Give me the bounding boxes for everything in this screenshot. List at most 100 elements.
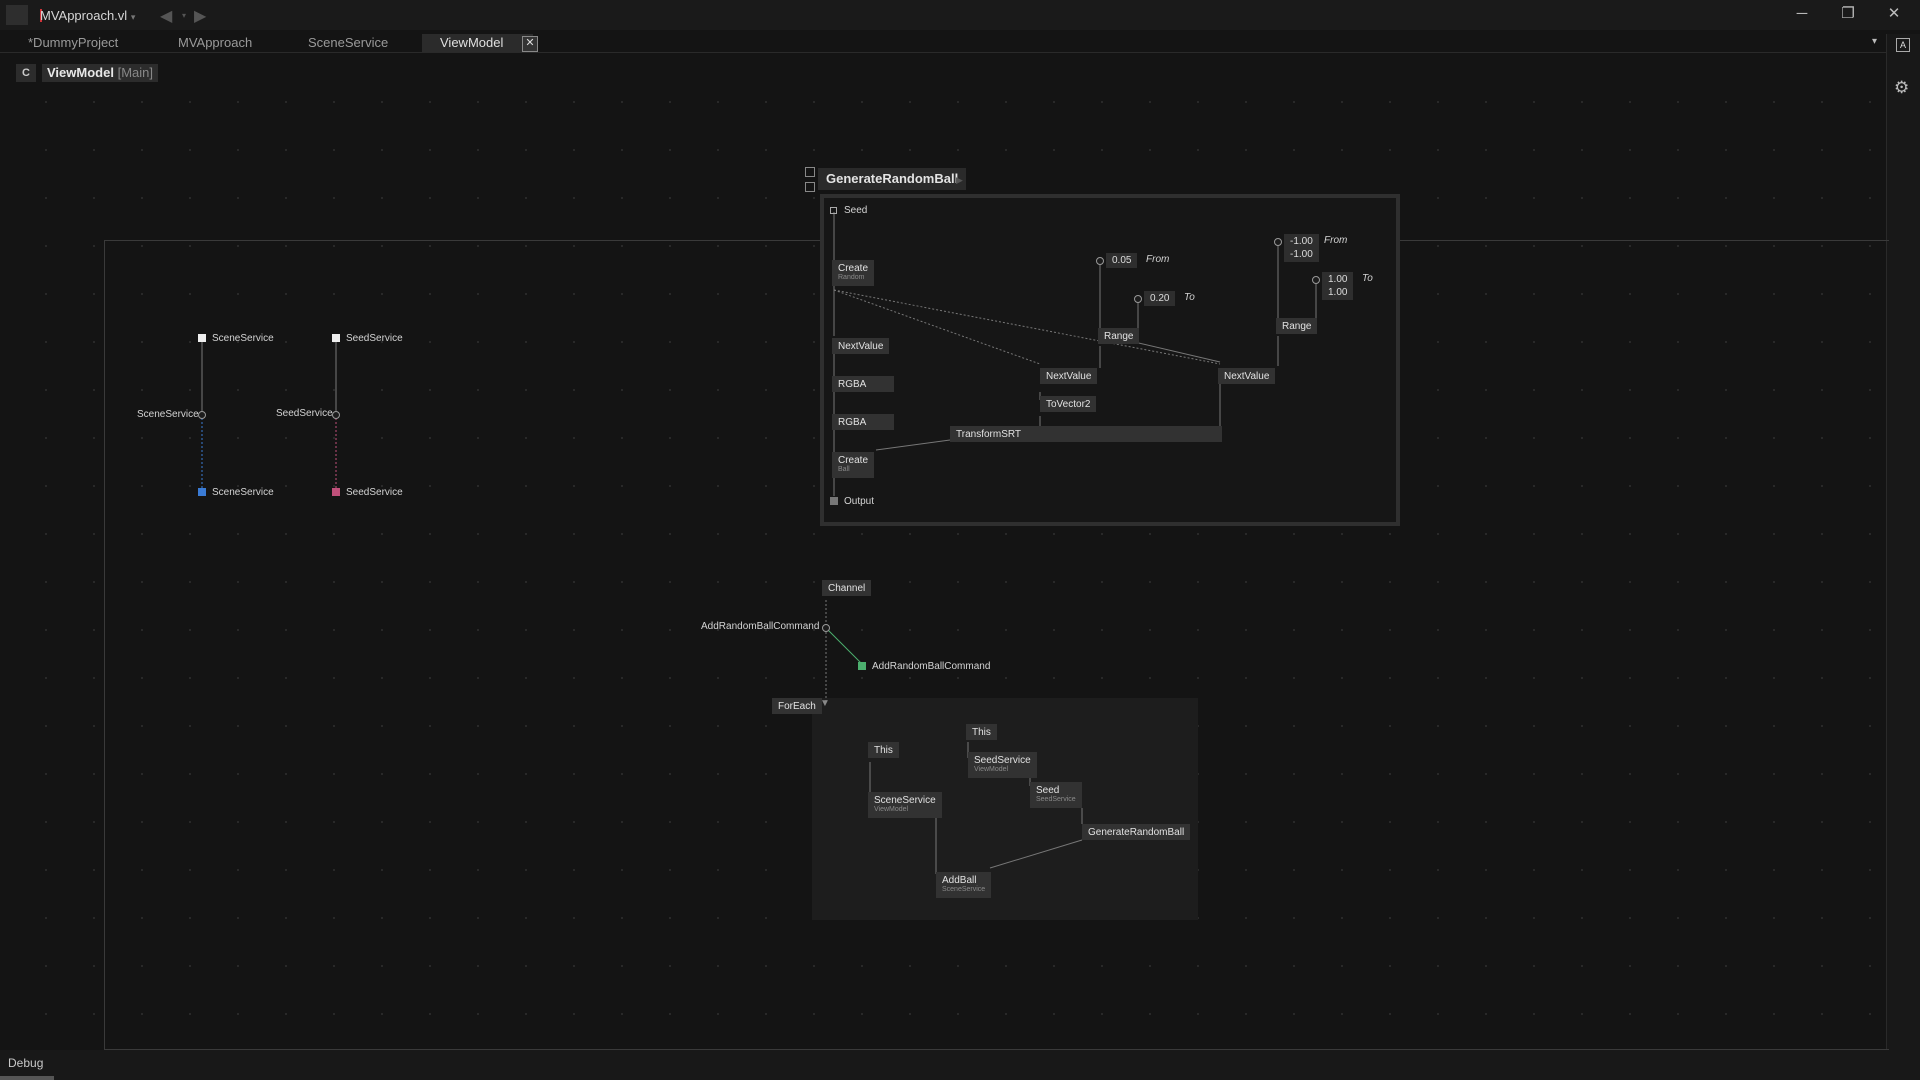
to-vector2-node[interactable]: ToVector2 — [1040, 396, 1097, 412]
transform-srt-node[interactable]: TransformSRT — [950, 426, 1222, 442]
next-value-node-3[interactable]: NextValue — [1218, 368, 1276, 384]
document-title-text: MVApproach.vl — [40, 8, 128, 23]
addrandomballcommand-pad[interactable] — [858, 662, 866, 670]
group-title[interactable]: GenerateRandomBall — [818, 168, 967, 190]
create-ball-label: Create — [838, 455, 869, 466]
rgba-node-1[interactable]: RGBA — [832, 376, 894, 392]
from-value-box-1[interactable]: 0.05 — [1106, 253, 1138, 268]
rgba-node-2[interactable]: RGBA — [832, 414, 894, 430]
tab-overflow-icon[interactable]: ▾ — [1872, 36, 1878, 47]
sceneservice-pad-bottom[interactable] — [198, 488, 206, 496]
debug-indicator — [0, 1076, 54, 1080]
restore-button[interactable]: ❐ — [1841, 5, 1855, 22]
from-value-2b: -1.00 — [1290, 249, 1313, 260]
channel-output-pin[interactable] — [822, 624, 830, 632]
to-label-2: To — [1362, 273, 1373, 284]
unsaved-marker — [40, 9, 42, 22]
seedservice-pad-bottom-label: SeedService — [346, 487, 403, 498]
tab-divider — [0, 52, 1888, 53]
create-random-sub: Random — [838, 274, 865, 281]
seedservice-pad-bottom[interactable] — [332, 488, 340, 496]
sceneservice-pin[interactable] — [198, 411, 206, 419]
tab-dummyproject[interactable]: *DummyProject — [28, 35, 119, 50]
tab-close-button[interactable]: ✕ — [522, 36, 538, 52]
range-node-2[interactable]: Range — [1276, 318, 1318, 334]
from-input-pin-1[interactable] — [1096, 257, 1104, 265]
sceneservice-pad-top[interactable] — [198, 334, 206, 342]
this-node-2[interactable]: This — [966, 724, 997, 740]
tab-viewmodel[interactable]: ViewModel — [422, 34, 534, 52]
forward-arrow-icon[interactable]: ▶ — [194, 8, 207, 25]
addrandomballcommand-pad-label: AddRandomBallCommand — [872, 661, 991, 672]
to-label-1: To — [1184, 292, 1195, 303]
to-value-2a: 1.00 — [1328, 274, 1348, 285]
channel-node[interactable]: Channel — [822, 580, 872, 596]
output-label: Output — [844, 496, 875, 507]
sceneservice-mid-label: SceneService — [137, 409, 199, 420]
gear-icon[interactable]: ⚙ — [1894, 78, 1910, 97]
history-dropdown-icon[interactable]: ▾ — [182, 11, 187, 20]
debug-tab[interactable]: Debug — [8, 1056, 44, 1070]
generate-random-ball-node[interactable]: GenerateRandomBall — [1082, 824, 1191, 840]
seed-input-pad[interactable] — [830, 207, 837, 214]
right-toolbar — [1886, 34, 1920, 1050]
breadcrumb-name: ViewModel — [47, 65, 114, 80]
seed-getter-label: Seed — [1036, 785, 1060, 796]
font-size-button[interactable]: A — [1896, 38, 1910, 52]
output-pad[interactable] — [830, 497, 838, 505]
foreach-arrow-icon: ▼ — [820, 698, 830, 709]
tab-bar: *DummyProject MVApproach SceneService Vi… — [0, 34, 1888, 54]
seedservice-pad-top[interactable] — [332, 334, 340, 342]
range-node-1[interactable]: Range — [1098, 328, 1140, 344]
group-collapse-icon[interactable] — [805, 182, 815, 192]
back-arrow-icon[interactable]: ◀ — [160, 8, 173, 25]
document-title[interactable]: MVApproach.vl ▾ — [40, 8, 135, 23]
from-value-2a: -1.00 — [1290, 236, 1313, 247]
tab-mvapproach[interactable]: MVApproach — [178, 35, 253, 50]
seedservice-pad-top-label: SeedService — [346, 333, 403, 344]
create-ball-sub: Ball — [838, 466, 850, 473]
sceneservice-pad-top-label: SceneService — [212, 333, 274, 344]
group-toggle-icon[interactable] — [805, 167, 815, 177]
chevron-down-icon[interactable]: ▾ — [130, 12, 136, 22]
sceneservice-getter-label: SceneService — [874, 795, 936, 806]
to-input-pin-2[interactable] — [1312, 276, 1320, 284]
this-node-1[interactable]: This — [868, 742, 899, 758]
next-value-node-2[interactable]: NextValue — [1040, 368, 1098, 384]
seedservice-pin[interactable] — [332, 411, 340, 419]
category-badge[interactable]: C — [16, 64, 36, 82]
to-value-2b: 1.00 — [1328, 287, 1348, 298]
create-random-label: Create — [838, 263, 869, 274]
minimize-button[interactable]: ─ — [1796, 5, 1808, 22]
to-input-pin-1[interactable] — [1134, 295, 1142, 303]
status-bar — [0, 1050, 1920, 1080]
app-icon[interactable] — [6, 5, 28, 25]
to-value-box-1[interactable]: 0.20 — [1144, 291, 1176, 306]
close-window-button[interactable]: ✕ — [1887, 5, 1901, 22]
tab-sceneservice[interactable]: SceneService — [308, 35, 389, 50]
from-input-pin-2[interactable] — [1274, 238, 1282, 246]
sceneservice-pad-bottom-label: SceneService — [212, 487, 274, 498]
seedservice-getter-label: SeedService — [974, 755, 1031, 766]
breadcrumb-suffix: [Main] — [117, 65, 153, 80]
title-bar — [0, 0, 1920, 30]
next-value-node-1[interactable]: NextValue — [832, 338, 890, 354]
to-values-box-2[interactable]: 1.00 1.00 — [1322, 272, 1354, 300]
add-ball-sub: SceneService — [942, 886, 986, 893]
add-ball-label: AddBall — [942, 875, 977, 886]
seedservice-getter-sub: ViewModel — [974, 766, 1009, 773]
from-values-box-2[interactable]: -1.00 -1.00 — [1284, 234, 1319, 262]
channel-output-label: AddRandomBallCommand — [701, 621, 820, 632]
from-label-1: From — [1146, 254, 1170, 265]
foreach-node[interactable]: ForEach — [772, 698, 822, 714]
from-label-2: From — [1324, 235, 1348, 246]
breadcrumb[interactable]: ViewModel [Main] — [42, 64, 158, 82]
sceneservice-getter-sub: ViewModel — [874, 806, 909, 813]
